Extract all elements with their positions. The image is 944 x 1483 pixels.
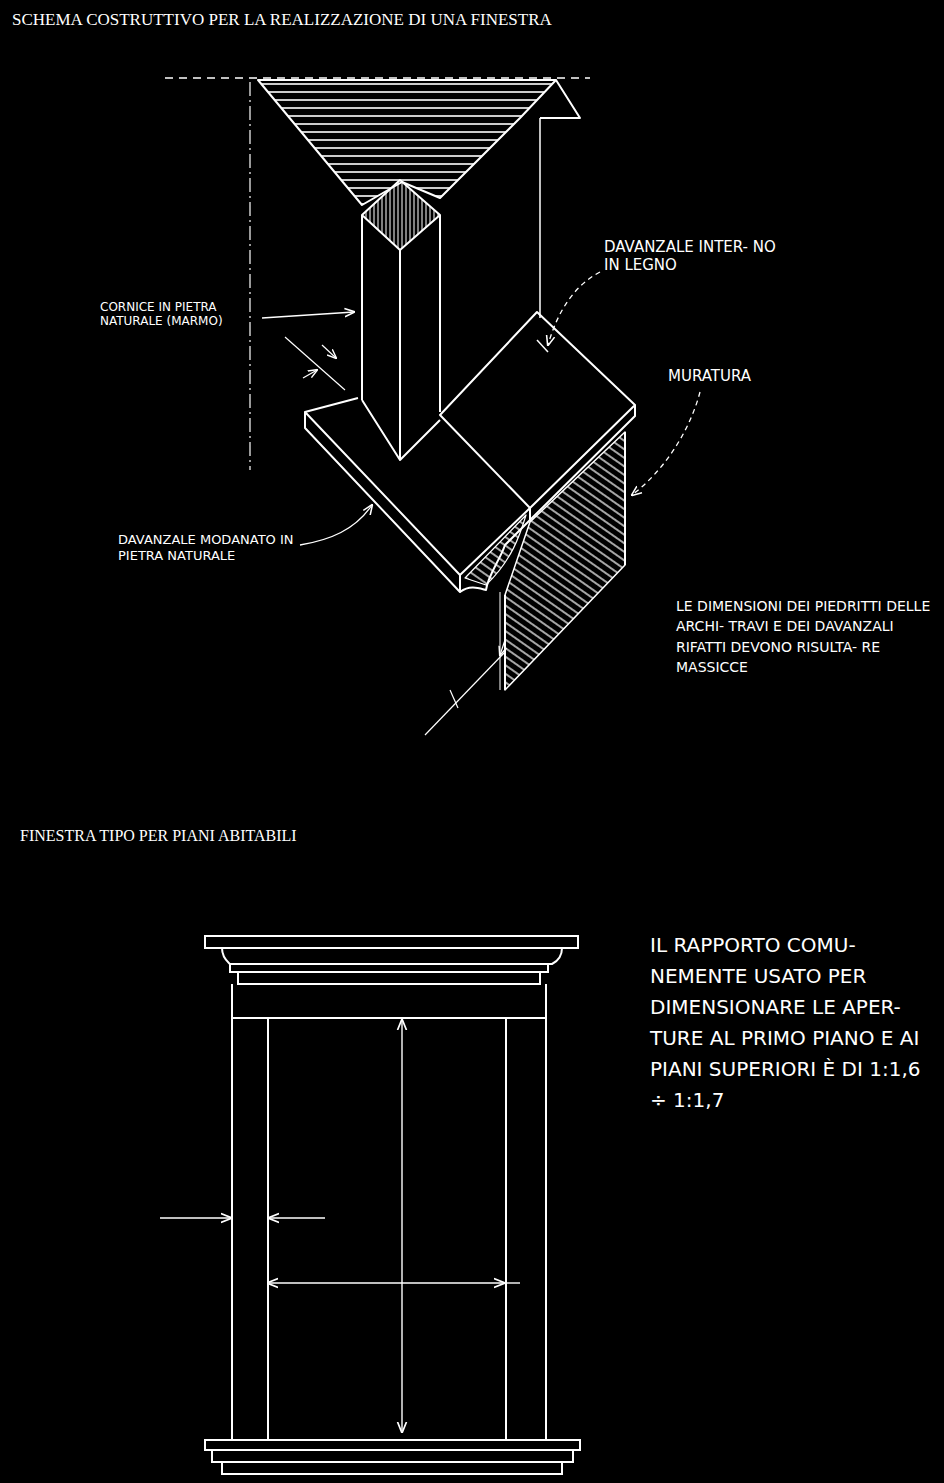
sheet-title: SCHEMA COSTRUTTIVO PER LA REALIZZAZIONE … bbox=[12, 10, 552, 30]
material-label: CORNICE IN PIETRA NATURALE (MARMO) bbox=[100, 300, 258, 329]
note-text: IL RAPPORTO COMU- NEMENTE USATO PER DIME… bbox=[650, 930, 938, 1116]
note-text: LE DIMENSIONI DEI PIEDRITTI DELLE ARCHI-… bbox=[676, 596, 938, 677]
material-label: DAVANZALE MODANATO IN PIETRA NATURALE bbox=[118, 532, 296, 563]
section-title: FINESTRA TIPO PER PIANI ABITABILI bbox=[20, 826, 297, 845]
window-elevation bbox=[160, 936, 580, 1474]
construction-sketch bbox=[165, 78, 700, 735]
material-label: MURATURA bbox=[668, 367, 798, 385]
material-label: DAVANZALE INTER- NO IN LEGNO bbox=[604, 238, 784, 274]
